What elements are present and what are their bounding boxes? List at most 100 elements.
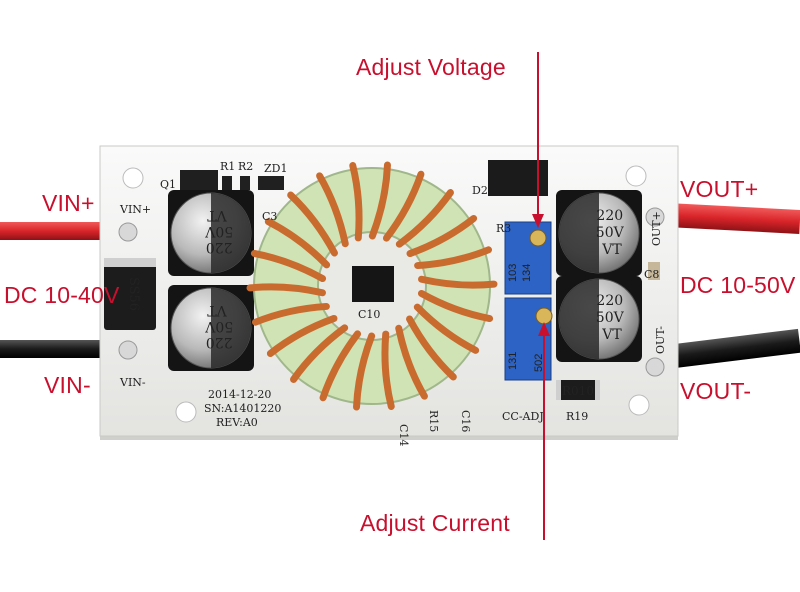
copper-winding-turn [290, 324, 349, 383]
diode-ss56: SS56 [104, 258, 156, 330]
pot-bot-a: 502 [533, 354, 545, 372]
copper-winding-turn [266, 314, 338, 358]
vin-plus-label: VIN+ [42, 190, 95, 216]
copper-winding-turn [319, 330, 362, 402]
current-potentiometer[interactable]: 131 502 [504, 297, 553, 381]
pot-bot-b: 131 [507, 352, 519, 370]
pot-top-b: 134 [521, 264, 533, 282]
cap-in-2-line2: 50V [204, 318, 233, 334]
silkscreen: VIN+ VIN- OUT+ OUT- Q1 R1 R2 ZD1 C3 D2 R… [119, 160, 667, 446]
shunt-resistor: R010 [556, 380, 600, 400]
silk-serial: SN:A1401220 [204, 402, 281, 415]
svg-text:134: 134 [521, 264, 533, 282]
adjust-voltage-label: Adjust Voltage [356, 54, 506, 80]
silk-vin-plus: VIN+ [119, 203, 151, 216]
solder-pads [118, 207, 665, 377]
copper-winding-turn [417, 289, 494, 323]
copper-winding-turn [414, 246, 493, 270]
svg-text:220 50V VT: 220 50V VT [596, 293, 628, 343]
input-wires [0, 222, 132, 358]
svg-text:220 50V VT: 220 50V VT [201, 302, 233, 350]
current-arrow-head [538, 322, 550, 336]
silk-c14: C14 [397, 424, 410, 446]
current-trim-screw[interactable] [535, 307, 553, 325]
pot-top-a: 103 [507, 264, 519, 282]
vout-minus-label: VOUT- [680, 378, 752, 404]
cap-in-2-line3: VT [207, 302, 228, 318]
cap-out-2-line3: VT [601, 327, 622, 343]
silk-r15: R15 [427, 410, 440, 432]
silk-date: 2014-12-20 [208, 388, 271, 401]
silk-r3: R3 [496, 222, 511, 235]
copper-winding-turn [349, 162, 363, 242]
vin-minus-wire [0, 340, 132, 358]
silk-out-plus: OUT+ [650, 211, 663, 246]
copper-winding-turn [413, 303, 480, 354]
resistor-r2 [240, 176, 250, 190]
copper-winding-turn [381, 330, 395, 410]
copper-winding-turn [251, 302, 330, 326]
silk-c8: C8 [644, 268, 659, 281]
capacitor-in-2: 220 50V VT [168, 285, 254, 371]
copper-winding-turn [264, 218, 331, 269]
voltage-potentiometer[interactable]: 103 134 [504, 221, 552, 295]
silk-c10: C10 [358, 308, 380, 321]
cap-in-1-line1: 220 [206, 239, 233, 255]
vin-plus-wire [0, 222, 132, 240]
vout-range-label: DC 10-50V [680, 272, 796, 298]
copper-winding-turn [382, 170, 425, 242]
cap-in-1-line3: VT [207, 207, 228, 223]
cap-in-1-line2: 50V [204, 223, 233, 239]
svg-text:220 50V VT: 220 50V VT [596, 208, 628, 258]
capacitor-c8 [648, 262, 660, 280]
capacitor-out-1: 220 50V VT [556, 190, 642, 276]
svg-text:220 50V VT: 220 50V VT [201, 207, 233, 255]
silk-rev: REV:A0 [216, 416, 258, 429]
annotation-arrows [532, 52, 550, 540]
silk-out-minus: OUT- [654, 326, 667, 354]
copper-windings [246, 161, 498, 411]
mount-hole [628, 394, 650, 416]
copper-winding-turn [287, 191, 338, 257]
silk-c16: C16 [459, 410, 472, 432]
cap-out-2-line2: 50V [596, 310, 625, 326]
cap-out-2-line1: 220 [596, 293, 623, 309]
mount-hole [625, 165, 647, 187]
vout-plus-wire [647, 202, 800, 234]
svg-text:502: 502 [533, 354, 545, 372]
copper-winding-turn [406, 315, 457, 381]
silk-zd1: ZD1 [264, 162, 287, 175]
vin-minus-label: VIN- [44, 372, 91, 398]
silk-q1: Q1 [160, 178, 176, 191]
silk-r1: R1 [220, 160, 235, 173]
copper-winding-turn [250, 249, 327, 283]
cap-out-1-line2: 50V [596, 225, 625, 241]
copper-winding-turn [406, 214, 478, 258]
copper-winding-turn [418, 275, 498, 289]
svg-text:103: 103 [507, 264, 519, 282]
silk-c3: C3 [262, 210, 277, 223]
shunt-label: R010 [562, 384, 594, 398]
copper-winding-turn [353, 332, 376, 411]
copper-winding-turn [246, 283, 326, 297]
vin-range-label: DC 10-40V [4, 282, 120, 308]
copper-winding-turn [316, 172, 349, 248]
silk-r19: R19 [566, 410, 588, 423]
silk-cc-adj: CC-ADJ [502, 410, 544, 423]
diode-zd1 [258, 176, 284, 190]
adjust-current-label: Adjust Current [360, 510, 510, 536]
diode-label: SS56 [126, 277, 141, 311]
toroid-inductor [246, 161, 498, 411]
output-wires [647, 202, 800, 372]
silk-vin-minus: VIN- [119, 376, 146, 389]
voltage-trim-screw[interactable] [529, 229, 547, 247]
cap-out-1-line3: VT [601, 242, 622, 258]
silk-d2: D2 [472, 184, 488, 197]
vout-plus-label: VOUT+ [680, 176, 759, 202]
capacitor-out-2: 220 50V VT [556, 276, 642, 362]
copper-winding-turn [395, 324, 428, 400]
vout-minus-wire [647, 328, 800, 372]
silk-r2: R2 [238, 160, 253, 173]
voltage-arrow-head [532, 214, 544, 228]
